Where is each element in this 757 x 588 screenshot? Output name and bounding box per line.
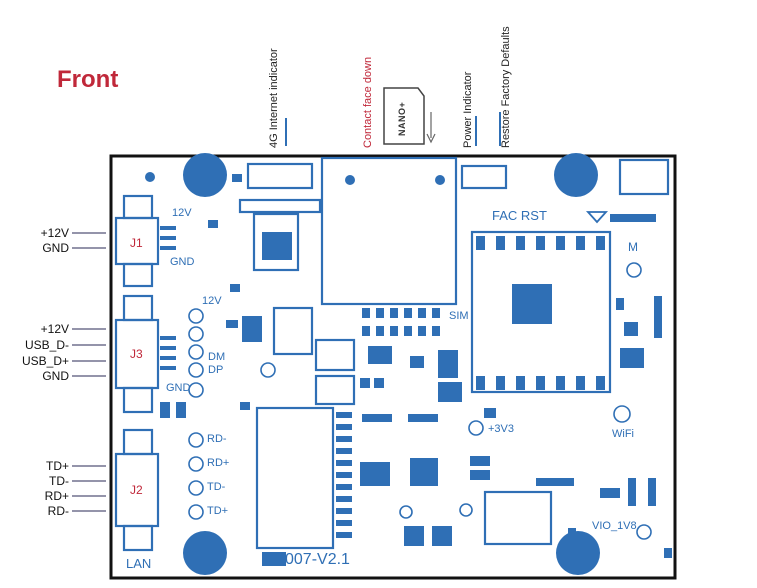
label-4g-internet: 4G Internet indicator [268, 48, 280, 148]
silk-version: 007-V2.1 [285, 551, 350, 568]
annotation-lines [285, 112, 501, 146]
silk-td-plus: TD+ [207, 505, 229, 517]
label-restore-defaults: Restore Factory Defaults [500, 26, 512, 148]
connector-j3-label: J3 [130, 347, 143, 361]
silk-dm: DM [208, 351, 226, 363]
silk-sim: SIM [449, 310, 469, 322]
label-contact-face-down: Contact face down [362, 56, 374, 148]
pin-label: GND [42, 241, 69, 255]
pin-label: RD- [47, 504, 69, 518]
pin-label: USB_D- [24, 338, 69, 352]
pin-label: RD+ [44, 489, 69, 503]
silk-12v-j3: 12V [202, 295, 222, 307]
regulator [252, 212, 300, 272]
pin-label: USB_D+ [21, 354, 69, 368]
silk-dp: DP [208, 364, 224, 376]
silk-vio-1v8: VIO_1V8 [592, 520, 637, 532]
connector-j2-label: J2 [130, 483, 143, 497]
silk-12v-j1: 12V [172, 207, 192, 219]
silk-3v3: +3V3 [488, 423, 514, 435]
silk-lan: LAN [126, 556, 152, 571]
silk-rd-plus: RD+ [207, 457, 230, 469]
silk-m: M [628, 240, 638, 254]
pin-label: TD+ [45, 459, 69, 473]
pin-lines [72, 232, 106, 512]
sim-card-label: NANO+ [397, 101, 407, 136]
wifi-module [470, 230, 612, 394]
nano-sim-icon [383, 87, 436, 145]
silk-td-minus: TD- [207, 481, 226, 493]
mounting-holes [145, 153, 600, 575]
sim-module [320, 156, 458, 306]
pin-label: +12V [40, 322, 69, 336]
pin-label: GND [42, 369, 69, 383]
connector-j1-label: J1 [130, 236, 143, 250]
board-outline [109, 154, 677, 580]
cpu-module [255, 406, 335, 550]
pin-label: TD- [49, 474, 69, 488]
silk-wifi: WiFi [612, 428, 634, 440]
silk-gnd-j1: GND [170, 256, 195, 268]
pin-label: +12V [40, 226, 69, 240]
label-power-indicator: Power Indicator [462, 71, 474, 148]
silk-fac-rst: FAC RST [492, 208, 547, 223]
silk-rd-minus: RD- [207, 433, 227, 445]
silk-gnd-j3: GND [166, 382, 191, 394]
front-title: Front [57, 66, 119, 93]
